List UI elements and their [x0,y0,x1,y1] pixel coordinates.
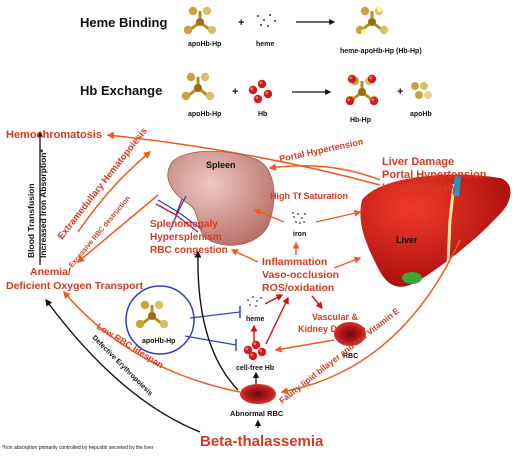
liver-icon [360,174,511,287]
apohb-hp-circle-label: apoHb-Hp [142,338,175,345]
spleen-icon [155,150,275,246]
heme-binding-title: Heme Binding [80,15,167,30]
heme-binding-heme-label: heme [256,41,274,48]
apohb-hp-circle [125,285,195,355]
liver-label: Liver [396,235,418,245]
anemia-label-line2: Deficient Oxygen Transport [6,280,144,292]
inhibit-line-hb [184,335,237,346]
heme-apohb-hp-icon [354,5,390,36]
arrow-abnormal-to-spleen [194,250,239,391]
arrow-iron-to-spleen [253,208,285,223]
vascular-label-line2: Kidney Damage [298,324,366,334]
hb-exchange-plus1: + [232,86,238,98]
rbc-right-label: RBC [343,353,358,360]
beta-thalassemia-title: Beta-thalassemia [200,433,324,450]
rbc-right-icon [334,322,366,346]
arrow-inflammation-to-liver [333,256,362,269]
high-tf-label: High Tf Saturation [270,191,348,201]
arrow-liver-to-spleen [268,163,381,181]
increased-iron-label: Increased Iron Absorption* [38,149,48,258]
hemochromatosis-label: Hemochromatosis [6,129,102,141]
splenomegaly-label: Splenomegaly [150,219,218,230]
arrow-heme-to-inflammation [264,294,284,305]
apohb-hp-icon [182,5,218,36]
apohb-icon [411,82,432,99]
abnormal-rbc-label: Abnormal RBC [230,409,284,418]
hepatomegaly-label: Hepatomegaly [382,182,458,194]
anemia-label-line1: Anemia/ [30,266,71,278]
arrow-inflammation-to-spleen [230,249,259,263]
iron-dots-icon [292,212,306,224]
spleen-label: Spleen [206,160,236,170]
heme-dots-icon-2 [247,296,262,307]
vaso-occlusion-label: Vaso-occlusion [262,269,339,281]
arrow-liver-to-hemochromatosis [106,131,381,186]
apohb-hp-icon-2 [180,71,216,102]
inhibit-line-heme [189,311,241,319]
footnote: *Iron absorption primarily controlled by… [2,445,154,451]
ros-label: ROS/oxidation [262,282,334,294]
rbc-congestion-label: RBC congestion [150,245,228,256]
arrow-rbc-destruction [76,194,159,263]
heme-binding-plus: + [238,17,244,29]
arrow-extramedullary [77,151,152,233]
liver-damage-label: Liver Damage [382,156,454,168]
portal-hypertension-arrow-label: Portal Hypertension [278,136,364,164]
cell-free-hb-icon [243,340,267,361]
hypersplenism-label: Hypersplenism [150,232,222,243]
blood-transfusion-label: Blood Transfusion [26,183,36,258]
heme-binding-apo-label: apoHb-Hp [188,41,221,48]
hb-cluster-icon [248,79,273,104]
abnormal-rbc-icon [240,384,276,404]
hb-exchange-plus2: + [397,86,403,98]
hb-exchange-apohb-label: apoHb [410,111,432,118]
arrow-liver-to-abnormal [280,239,461,395]
hb-exchange-hb-label: Hb [258,111,267,118]
arrow-rbc-to-hb [274,339,335,353]
portal-hypertension-label: Portal Hypertension [382,169,487,181]
heme-dots-icon [257,14,276,27]
arrow-low-rbc-lifespan [63,290,241,393]
hb-hp-complex-icon [344,74,380,106]
cell-free-hb-label: cell-free Hb [236,365,274,372]
arrow-iron-to-liver [315,209,362,223]
hb-exchange-title: Hb Exchange [80,83,162,98]
hb-exchange-product-label: Hb-Hp [350,117,371,124]
apohb-hp-icon-3 [134,299,170,330]
heme-center-label: heme [246,316,264,323]
hb-exchange-apo-label: apoHb-Hp [188,111,221,118]
vascular-label-line1: Vascular & [312,312,359,322]
inflammation-label: Inflammation [262,256,327,268]
arrow-hb-to-inflammation [265,296,289,345]
iron-label: iron [293,231,306,238]
arrow-defective-erythropoiesis [45,298,201,433]
arrow-ros-to-vascular [311,295,323,310]
heme-binding-product-label: heme-apoHb-Hp (Hb-Hp) [340,48,422,55]
